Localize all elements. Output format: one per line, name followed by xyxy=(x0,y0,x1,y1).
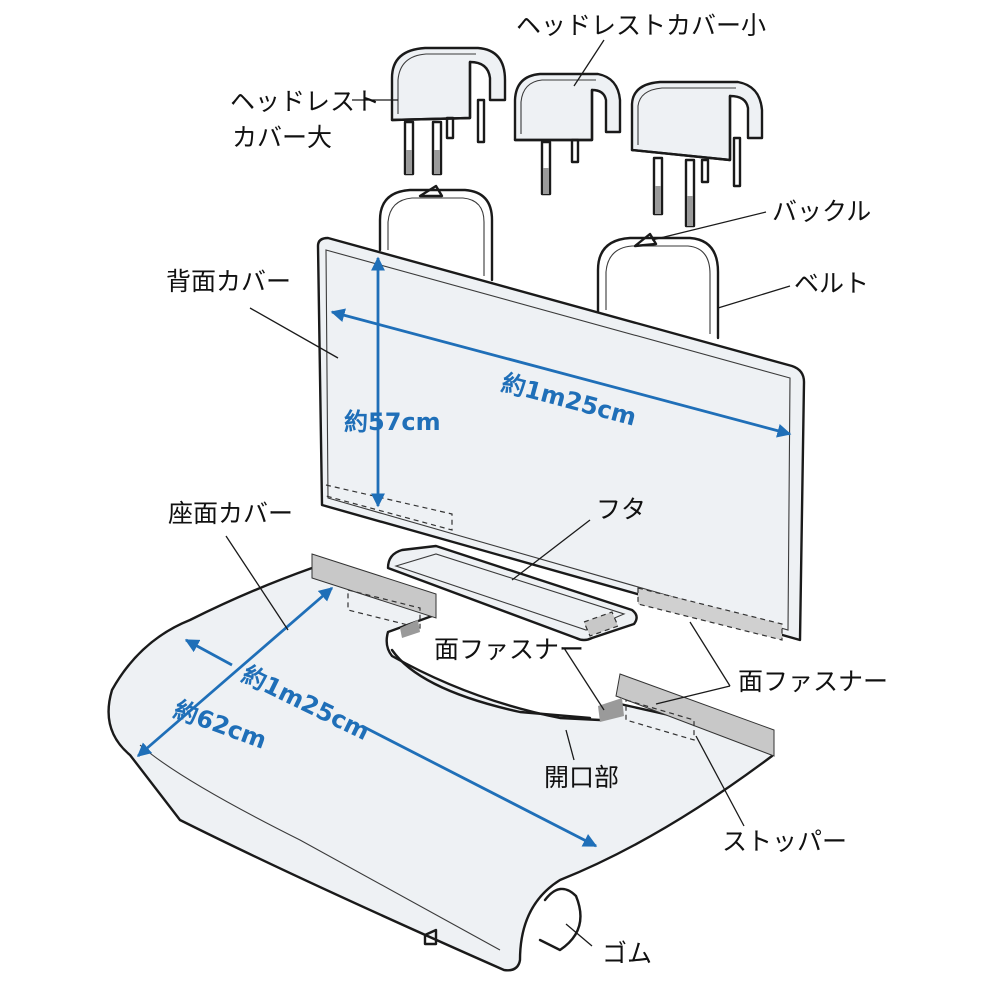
seat-width-arrow-right xyxy=(361,724,598,848)
label-fastener-center: 面ファスナー xyxy=(434,635,584,664)
seat-width-arrow-left xyxy=(184,638,233,667)
back-width-arrow xyxy=(330,308,792,438)
label-lid: フタ xyxy=(596,495,646,524)
label-seat-cover: 座面カバー xyxy=(168,499,293,528)
label-belt: ベルト xyxy=(794,269,869,298)
label-headrest-large-1: ヘッドレスト xyxy=(230,87,380,116)
label-back-cover: 背面カバー xyxy=(166,267,291,296)
lid-panel xyxy=(386,544,638,642)
belt-left xyxy=(378,184,494,282)
seat-depth-arrow xyxy=(136,586,334,758)
label-buckle: バックル xyxy=(772,197,871,226)
dimension-arrows xyxy=(136,256,792,848)
label-headrest-large-2: カバー大 xyxy=(232,123,332,152)
dim-back-height: 約57cm xyxy=(344,408,441,436)
label-stopper: ストッパー xyxy=(722,827,847,856)
leader-lines xyxy=(225,39,791,947)
headrest-cover-right xyxy=(630,80,764,228)
headrest-cover-large xyxy=(390,46,507,176)
seat-cover-panel xyxy=(107,553,775,972)
headrest-cover-small xyxy=(513,72,622,196)
label-headrest-small: ヘッドレストカバー小 xyxy=(516,11,766,40)
label-opening: 開口部 xyxy=(544,763,619,792)
label-fastener-right: 面ファスナー xyxy=(738,667,888,696)
label-rubber: ゴム xyxy=(602,939,652,968)
